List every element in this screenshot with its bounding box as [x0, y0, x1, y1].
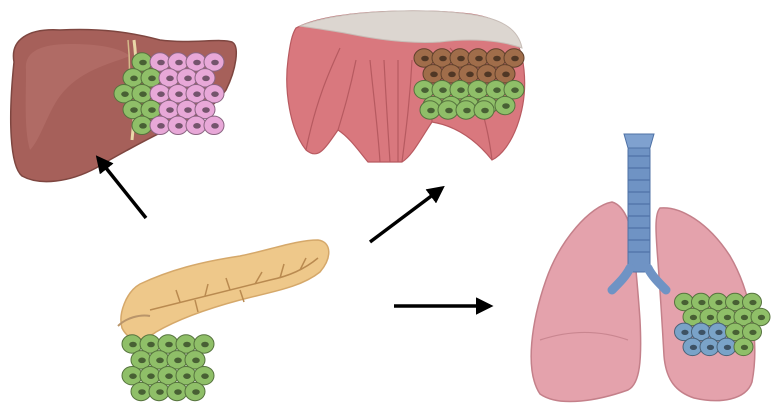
diaphragm-tumor-cell-nucleus — [475, 87, 483, 93]
diaphragm-tumor-cell-nucleus — [511, 56, 519, 62]
diaphragm-tumor-cell-nucleus — [421, 56, 429, 62]
pancreas-tumor-cell-nucleus — [192, 389, 200, 395]
lung-tumor-cell-nucleus — [749, 300, 756, 305]
liver-tumor-cell-nucleus — [175, 123, 183, 129]
liver-tumor-cell-nucleus — [193, 123, 201, 129]
pancreas-body — [121, 240, 329, 339]
liver-tumor-cell-nucleus — [139, 91, 147, 97]
lung-tumor-cell-nucleus — [707, 345, 714, 350]
lung-tumor-cell-nucleus — [732, 330, 739, 335]
lung-tumor-cell-nucleus — [741, 315, 748, 320]
pancreas-tumor-cell-nucleus — [201, 373, 209, 379]
pancreas-tumor-cell-nucleus — [147, 373, 155, 379]
arrow-to-diaphragm — [370, 188, 442, 242]
liver-tumor-cell-nucleus — [157, 91, 165, 97]
pancreas-tumor-cell-nucleus — [156, 358, 164, 364]
liver-tumor-cell-nucleus — [166, 76, 174, 82]
diaphragm-tumor-cell-nucleus — [457, 56, 465, 62]
lung-tumor-cell-nucleus — [690, 315, 697, 320]
diaphragm-tumor-cell-nucleus — [493, 56, 501, 62]
liver-tumor-cell-nucleus — [139, 60, 147, 66]
diaphragm-tumor-cell-nucleus — [502, 72, 510, 78]
diaphragm-tumor-cell-nucleus — [430, 72, 438, 78]
liver-tumor-cell-nucleus — [121, 91, 129, 97]
diaphragm-tumor-cell-nucleus — [421, 87, 429, 93]
diaphragm-tumor-cell-nucleus — [463, 108, 471, 114]
liver-tumor-cell-nucleus — [157, 60, 165, 66]
lung-tumor-cell-nucleus — [707, 315, 714, 320]
liver-tumor-cell-nucleus — [130, 76, 138, 82]
pancreas-tumor-cell-nucleus — [165, 373, 173, 379]
lung-tumor-cell-nucleus — [724, 315, 731, 320]
liver-tumor-cell-nucleus — [175, 60, 183, 66]
diaphragm-tumor-cell-nucleus — [475, 56, 483, 62]
lung-tumor-cell-nucleus — [749, 330, 756, 335]
diaphragm-tumor-cell-nucleus — [493, 87, 501, 93]
lung-tumor-cell-nucleus — [732, 300, 739, 305]
diaphragm-tumor-cell-nucleus — [511, 87, 519, 93]
liver-tumor-cell-nucleus — [211, 91, 219, 97]
liver-tumor-cell-nucleus — [157, 123, 165, 129]
pancreas-tumor-cell-nucleus — [129, 373, 137, 379]
pancreas-tumor-cell-nucleus — [183, 373, 191, 379]
liver-tumor-cell-nucleus — [184, 76, 192, 82]
pancreas-tumor-cell-nucleus — [165, 342, 173, 348]
pancreas-tumor-cell-nucleus — [138, 358, 146, 364]
pancreas-tumor-cell-nucleus — [174, 358, 182, 364]
diaphragm-tumor-cell-nucleus — [427, 108, 435, 114]
pancreas-tumor-cell-nucleus — [147, 342, 155, 348]
diaphragm-tumor-cell-nucleus — [457, 87, 465, 93]
lung-tumor-cell-nucleus — [681, 330, 688, 335]
liver-tumor-cell-nucleus — [193, 60, 201, 66]
pancreas-tumor-cell-nucleus — [183, 342, 191, 348]
liver-tumor-cell-nucleus — [211, 60, 219, 66]
liver-tumor-cell-nucleus — [184, 107, 192, 113]
lung-tumor-cell-nucleus — [698, 300, 705, 305]
lung-tumor-cell-nucleus — [715, 300, 722, 305]
pancreas-tumor-cell-nucleus — [192, 358, 200, 364]
liver-tumor-cell-nucleus — [202, 107, 210, 113]
diaphragm-tumor-cell-nucleus — [481, 108, 489, 114]
left-lung — [531, 202, 641, 402]
pancreas-tumor-cell-nucleus — [156, 389, 164, 395]
liver-tumor-cell-nucleus — [166, 107, 174, 113]
arrow-to-liver — [98, 158, 146, 218]
liver-tumor-cell-nucleus — [202, 76, 210, 82]
lung-tumor-cell-nucleus — [690, 345, 697, 350]
diaphragm-tumor-cell-nucleus — [502, 103, 510, 109]
lung-tumor-cell-nucleus — [681, 300, 688, 305]
pancreas-tumor-cell-nucleus — [129, 342, 137, 348]
liver-tumor-cell-nucleus — [139, 123, 147, 129]
diaphragm-tumor-cell-nucleus — [439, 87, 447, 93]
pancreas-tumor-cell-nucleus — [174, 389, 182, 395]
liver-tumor-cell-nucleus — [130, 107, 138, 113]
pancreas-tumor-cell-nucleus — [138, 389, 146, 395]
diaphragm-tumor-cell-nucleus — [439, 56, 447, 62]
liver-tumor-cell-nucleus — [148, 107, 156, 113]
lung-tumor-cell-nucleus — [698, 330, 705, 335]
diaphragm-tumor-cell-nucleus — [445, 108, 453, 114]
lung-tumor-cell-nucleus — [758, 315, 765, 320]
lung-tumor-cell-nucleus — [741, 345, 748, 350]
liver-tumor-cell-nucleus — [175, 91, 183, 97]
diaphragm-tumor-cell-nucleus — [466, 72, 474, 78]
lung-tumor-cell-nucleus — [715, 330, 722, 335]
lung-tumor-cell-nucleus — [724, 345, 731, 350]
diaphragm-tumor-cell-nucleus — [484, 72, 492, 78]
liver-tumor-cell-nucleus — [148, 76, 156, 82]
lungs — [531, 134, 755, 402]
liver-tumor-cell-nucleus — [211, 123, 219, 129]
pancreas — [118, 240, 329, 339]
diaphragm-tumor-cell-nucleus — [448, 72, 456, 78]
liver-tumor-cell-nucleus — [193, 91, 201, 97]
pancreas-tumor-cell-nucleus — [201, 342, 209, 348]
